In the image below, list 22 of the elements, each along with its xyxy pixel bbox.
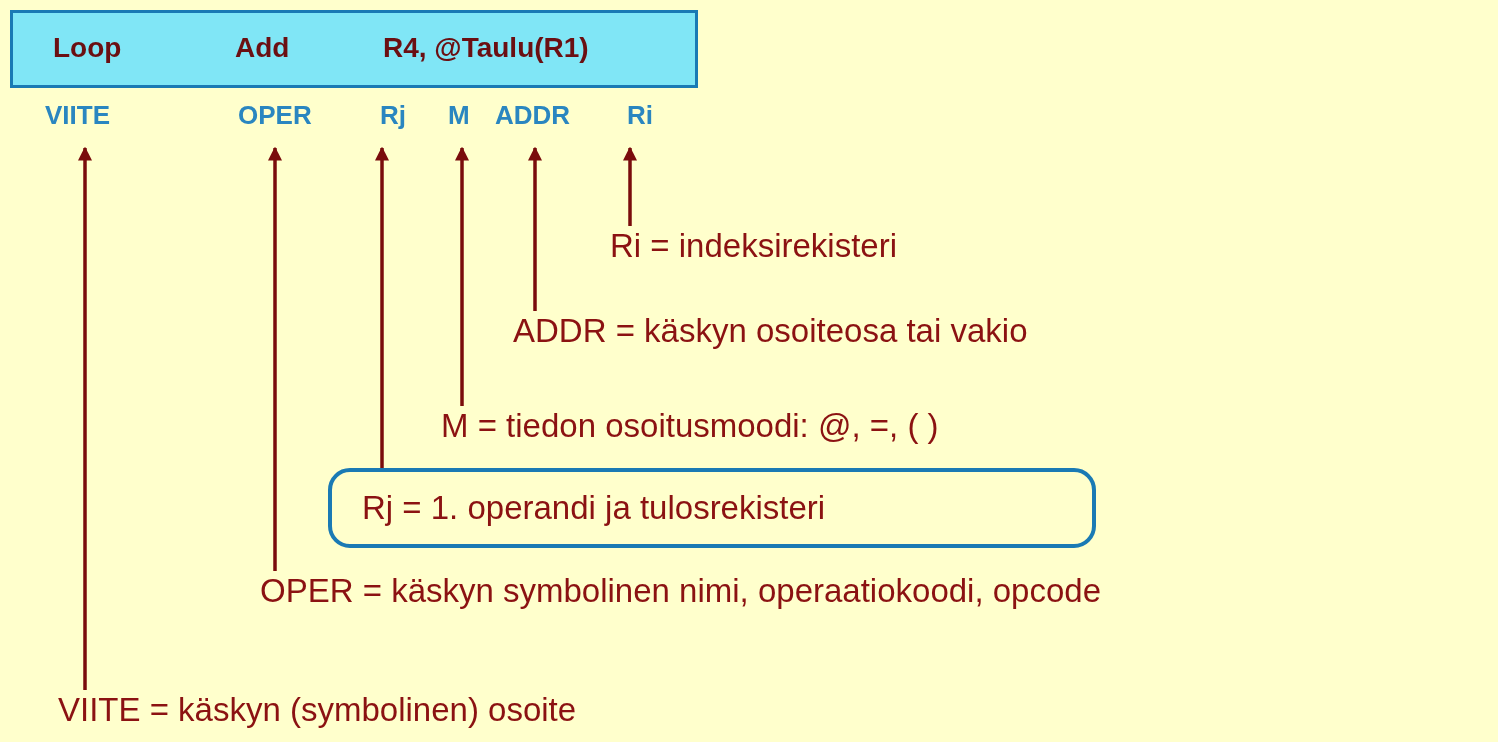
arrow — [455, 146, 469, 406]
arrow — [78, 146, 92, 690]
code-token: R4, @Taulu(R1) — [383, 31, 589, 65]
field-label: M — [448, 100, 470, 148]
arrow — [623, 146, 637, 226]
arrow — [528, 146, 542, 311]
explanation-text: ADDR = käskyn osoiteosa tai vakio — [513, 311, 1028, 351]
explanation-text: M = tiedon osoitusmoodi: @, =, ( ) — [441, 406, 939, 446]
explanation-text: OPER = käskyn symbolinen nimi, operaatiokoodi, opcode — [260, 571, 1102, 611]
explanation-text: Ri = indeksirekisteri — [610, 226, 897, 266]
explanation-text: Rj = 1. operandi ja tulosrekisteri — [362, 489, 826, 526]
field-label: Rj — [380, 100, 406, 148]
code-token: Add — [235, 31, 290, 65]
explanation-text: VIITE = käskyn (symbolinen) osoite — [58, 690, 577, 730]
field-label: VIITE — [45, 100, 110, 148]
field-label: OPER — [238, 100, 312, 148]
field-label: ADDR — [495, 100, 571, 148]
arrow — [375, 146, 389, 468]
code-token: Loop — [53, 31, 122, 65]
highlight-box — [328, 468, 1096, 548]
arrow — [268, 146, 282, 571]
field-label: Ri — [627, 100, 653, 148]
